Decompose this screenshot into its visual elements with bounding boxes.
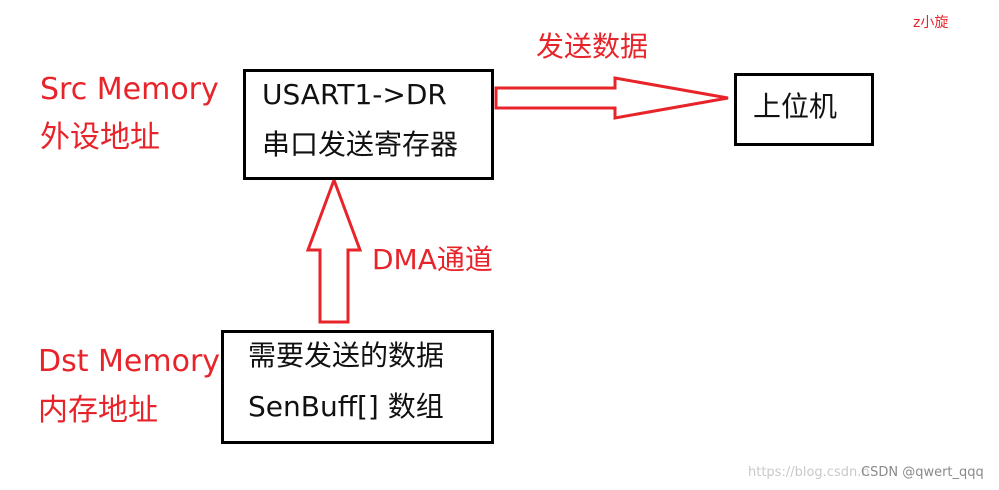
host-label: 上位机	[753, 90, 838, 123]
corner-mark: z小旋	[913, 15, 949, 31]
watermark-url: https://blog.csdn.n	[748, 465, 870, 480]
src-memory-title: Src Memory	[40, 72, 219, 107]
register-name: USART1->DR	[262, 78, 447, 111]
buffer-name: SenBuff[] 数组	[248, 390, 444, 423]
send-arrow-label: 发送数据	[536, 30, 649, 63]
dst-memory-subtitle: 内存地址	[38, 393, 158, 428]
watermark-author: CSDN @qwert_qqq	[861, 465, 984, 480]
register-description: 串口发送寄存器	[262, 128, 459, 161]
host-box: 上位机	[734, 73, 874, 146]
dst-memory-title: Dst Memory	[38, 344, 221, 379]
send-arrow	[494, 76, 729, 120]
dma-arrow	[305, 175, 363, 324]
buffer-description: 需要发送的数据	[248, 339, 445, 372]
src-memory-subtitle: 外设地址	[40, 120, 160, 155]
register-box: USART1->DR 串口发送寄存器	[243, 69, 494, 180]
dma-arrow-label: DMA通道	[372, 243, 493, 276]
buffer-box: 需要发送的数据 SenBuff[] 数组	[221, 330, 494, 444]
